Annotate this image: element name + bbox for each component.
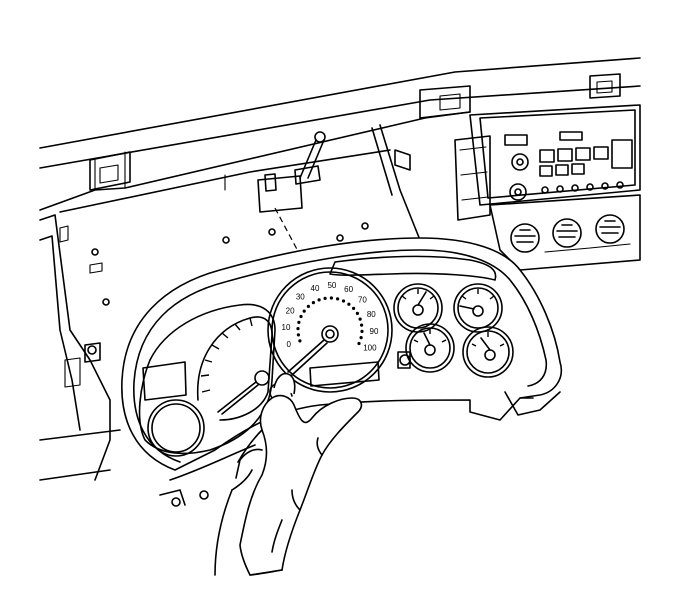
speed-dot xyxy=(359,336,363,340)
fuel-gauge xyxy=(393,283,443,333)
left-lower-gauge xyxy=(147,399,205,457)
speed-dot xyxy=(311,301,315,305)
speed-label: 20 xyxy=(286,307,295,316)
speedometer-dots xyxy=(296,296,364,346)
instrument-cluster xyxy=(121,237,562,507)
speed-dot xyxy=(358,317,362,321)
right-gauges xyxy=(393,283,514,378)
cluster-latch xyxy=(257,131,326,256)
speed-label: 30 xyxy=(296,293,305,302)
speed-label: 10 xyxy=(282,323,291,332)
speed-label: 0 xyxy=(286,340,291,349)
speed-dot xyxy=(329,296,333,300)
technician-hand xyxy=(214,372,363,576)
speed-dot xyxy=(323,296,327,300)
speed-dot xyxy=(317,298,321,302)
speed-dot xyxy=(306,304,310,308)
speed-dot xyxy=(299,314,303,319)
speed-label: 70 xyxy=(358,295,367,304)
speed-dot xyxy=(297,320,301,324)
speed-dot xyxy=(336,297,340,301)
speed-dot xyxy=(298,339,302,343)
speed-dot xyxy=(296,333,300,337)
radio-hvac-stack xyxy=(454,104,641,271)
speed-dot xyxy=(341,299,346,303)
speed-label: 90 xyxy=(370,327,379,336)
speed-dot xyxy=(360,329,364,333)
speed-dot xyxy=(355,311,359,315)
speed-label: 60 xyxy=(344,285,353,294)
speed-dot xyxy=(360,323,364,327)
speed-label: 50 xyxy=(327,281,336,290)
speed-label: 80 xyxy=(367,310,376,319)
temperature-gauge xyxy=(453,283,503,333)
speed-dot xyxy=(347,302,351,306)
left-display-window xyxy=(142,361,187,401)
speed-dot xyxy=(357,341,361,346)
speed-dot xyxy=(352,306,356,310)
speed-label: 100 xyxy=(363,344,377,353)
speed-dot xyxy=(296,327,300,331)
voltmeter-gauge xyxy=(462,326,514,378)
dashboard-frame xyxy=(39,57,641,481)
speed-dot xyxy=(302,309,306,313)
speed-label: 40 xyxy=(311,284,320,293)
oil-pressure-gauge xyxy=(405,323,455,373)
tachometer xyxy=(196,316,273,421)
